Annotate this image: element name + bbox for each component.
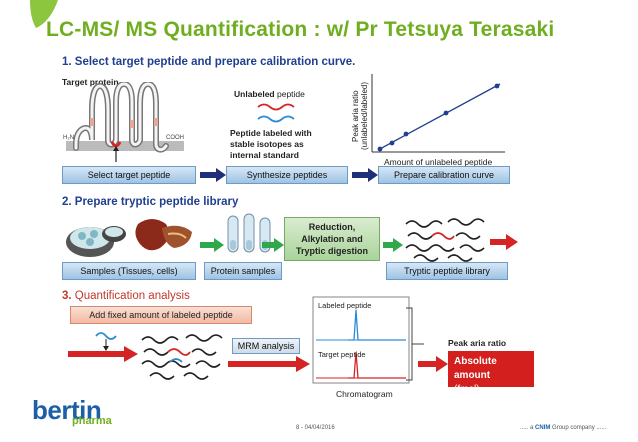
section3-heading-text: Quantification analysis bbox=[74, 290, 190, 302]
h2n-label: H₂N bbox=[63, 135, 74, 141]
page-number: 8 - 04/04/2016 bbox=[296, 425, 335, 431]
tryptic-library-box: Tryptic peptide library bbox=[386, 262, 508, 280]
section1-heading: 1. Select target peptide and prepare cal… bbox=[62, 56, 356, 68]
unlabeled-rest: peptide bbox=[277, 89, 305, 99]
group-suffix: Group company ...... bbox=[552, 425, 607, 431]
arrow-right-icon bbox=[200, 238, 224, 252]
leaf-logo-icon bbox=[30, 0, 58, 28]
result-line-1: Absolute amount bbox=[454, 356, 497, 381]
arrow-right-icon bbox=[490, 234, 518, 250]
unlabeled-peptide-label: Unlabeled peptide bbox=[234, 89, 305, 99]
peptide-library-squiggles bbox=[405, 218, 485, 262]
add-labeled-peptide-box: Add fixed amount of labeled peptide bbox=[70, 306, 252, 324]
labeled-text-1: Peptide labeled with bbox=[230, 128, 312, 138]
calibration-ylabel-1: Peak aria ratio bbox=[351, 90, 360, 142]
page-title: LC-MS/ MS Quantification : w/ Pr Tetsuya… bbox=[46, 18, 555, 41]
chromatogram-chart bbox=[312, 296, 410, 384]
protein-samples-box: Protein samples bbox=[204, 262, 282, 280]
peak-ratio-label: Peak aria ratio bbox=[448, 338, 507, 348]
chromatogram-labeled-peptide: Labeled peptide bbox=[318, 301, 372, 310]
digestion-line-2: Alkylation and bbox=[301, 234, 363, 244]
digestion-line-3: Tryptic digestion bbox=[295, 246, 368, 256]
arrow-right-icon bbox=[68, 346, 138, 362]
mixed-peptides-squiggles bbox=[141, 334, 223, 380]
unlabeled-word: Unlabeled bbox=[234, 89, 275, 99]
group-prefix: ..... a bbox=[520, 425, 534, 431]
arrow-right-icon bbox=[200, 168, 226, 182]
labeled-peptide-description: Peptide labeled with stable isotopes as … bbox=[230, 128, 312, 161]
prepare-calibration-box: Prepare calibration curve bbox=[378, 166, 510, 184]
group-company-text: ..... a CNIM Group company ...... bbox=[520, 425, 606, 431]
group-name: CNIM bbox=[535, 425, 551, 431]
labeled-peptide-icon bbox=[95, 332, 117, 351]
section2-heading: 2. Prepare tryptic peptide library bbox=[62, 196, 239, 208]
bracket-connector bbox=[406, 307, 424, 381]
arrow-right-icon bbox=[262, 238, 284, 252]
bertin-pharma-logo: bertin pharma bbox=[32, 395, 112, 427]
absolute-amount-result: Absolute amount (fmol) bbox=[448, 351, 534, 395]
labeled-text-2: stable isotopes as bbox=[230, 139, 304, 149]
arrow-right-icon bbox=[352, 168, 378, 182]
mrm-analysis-box: MRM analysis bbox=[232, 338, 300, 354]
arrow-right-icon bbox=[383, 238, 403, 252]
labeled-text-3: internal standard bbox=[230, 150, 299, 160]
result-line-2: (fmol) bbox=[454, 384, 480, 395]
section3-heading-num: 3. bbox=[62, 290, 72, 302]
section3-heading: 3. Quantification analysis bbox=[62, 290, 190, 302]
select-target-peptide-box: Select target peptide bbox=[62, 166, 196, 184]
samples-box: Samples (Tissues, cells) bbox=[62, 262, 196, 280]
arrow-right-icon bbox=[418, 356, 448, 372]
logo-sub: pharma bbox=[72, 415, 112, 427]
calibration-chart: Peak aria ratio (unlabeled/labeled) Amou… bbox=[351, 74, 505, 167]
digestion-box: Reduction, Alkylation and Tryptic digest… bbox=[284, 217, 380, 261]
calibration-ylabel-2: (unlabeled/labeled) bbox=[360, 82, 369, 150]
synthesize-peptides-box: Synthesize peptides bbox=[226, 166, 348, 184]
logo-main: bertin bbox=[32, 395, 102, 425]
peptide-squiggles-icon bbox=[257, 103, 295, 123]
samples-illustration bbox=[66, 219, 192, 257]
cooh-label: COOH bbox=[166, 135, 184, 141]
target-protein-illustration bbox=[66, 82, 184, 162]
digestion-line-1: Reduction, bbox=[308, 222, 356, 232]
chromatogram-target-peptide: Target peptide bbox=[318, 350, 366, 359]
arrow-right-icon bbox=[228, 356, 310, 372]
target-protein-label: Target protein bbox=[62, 77, 119, 87]
test-tubes-icon bbox=[227, 213, 271, 253]
chromatogram-label: Chromatogram bbox=[336, 389, 393, 399]
calibration-xlabel: Amount of unlabeled peptide bbox=[384, 157, 492, 167]
